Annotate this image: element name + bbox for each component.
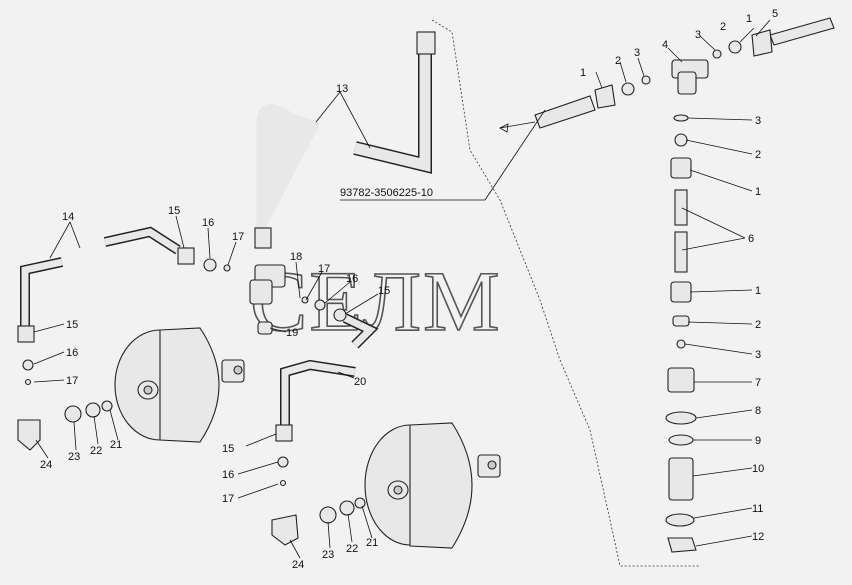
callout-5: 5 xyxy=(772,8,778,20)
callout-2: 2 xyxy=(720,21,726,33)
callout-19: 19 xyxy=(286,327,298,339)
brake-chamber-left xyxy=(114,327,245,443)
callout-4: 4 xyxy=(662,39,668,51)
callout-15: 15 xyxy=(378,285,390,297)
callout-2: 2 xyxy=(755,319,761,331)
callout-15: 15 xyxy=(222,443,234,455)
callout-9: 9 xyxy=(755,435,761,447)
callout-17: 17 xyxy=(232,231,244,243)
assembly-code-label: 93782-3506225-10 xyxy=(340,187,433,199)
callout-17: 17 xyxy=(318,263,330,275)
callout-24: 24 xyxy=(292,559,304,571)
callout-3: 3 xyxy=(755,349,761,361)
nut-15-bottom xyxy=(275,424,293,442)
callout-labels: 5 1 2 3 4 3 2 1 3 2 1 6 1 2 3 7 8 9 10 1… xyxy=(40,8,778,571)
callout-22: 22 xyxy=(90,445,102,457)
watermark: СЕЛМ xyxy=(250,253,502,349)
callout-1: 1 xyxy=(746,13,752,25)
brake-chamber-right xyxy=(364,422,501,549)
callout-17: 17 xyxy=(222,493,234,505)
callout-13: 13 xyxy=(336,83,348,95)
nut-1-top xyxy=(751,29,773,57)
assembly-boundary xyxy=(431,19,700,567)
tee-fitting-18 xyxy=(249,264,286,305)
callout-1: 1 xyxy=(580,67,586,79)
nut-15-left xyxy=(17,325,35,343)
callout-22: 22 xyxy=(346,543,358,555)
callout-14: 14 xyxy=(62,211,74,223)
hose-13 xyxy=(254,31,436,249)
callout-1: 1 xyxy=(755,285,761,297)
callout-12: 12 xyxy=(752,531,764,543)
callout-10: 10 xyxy=(752,463,764,475)
callout-23: 23 xyxy=(68,451,80,463)
elbow-24-right xyxy=(271,514,299,546)
callout-16: 16 xyxy=(202,217,214,229)
callout-17: 17 xyxy=(66,375,78,387)
pipe-5 xyxy=(769,17,835,46)
callout-3: 3 xyxy=(634,47,640,59)
callout-16: 16 xyxy=(66,347,78,359)
callout-21: 21 xyxy=(110,439,122,451)
callout-16: 16 xyxy=(346,273,358,285)
callout-6: 6 xyxy=(748,233,754,245)
callout-21: 21 xyxy=(366,537,378,549)
callout-2: 2 xyxy=(615,55,621,67)
callout-15: 15 xyxy=(66,319,78,331)
nut-15-top xyxy=(177,247,195,265)
callout-18: 18 xyxy=(290,251,302,263)
elbow-24-left xyxy=(17,419,41,451)
callout-23: 23 xyxy=(322,549,334,561)
callout-15: 15 xyxy=(168,205,180,217)
callout-24: 24 xyxy=(40,459,52,471)
callout-20: 20 xyxy=(354,376,366,388)
callout-3: 3 xyxy=(695,29,701,41)
callout-2: 2 xyxy=(755,149,761,161)
callout-11: 11 xyxy=(752,503,763,515)
callout-7: 7 xyxy=(755,377,761,389)
callout-16: 16 xyxy=(222,469,234,481)
callout-1: 1 xyxy=(755,186,761,198)
tee-4 xyxy=(671,59,709,95)
callout-8: 8 xyxy=(755,405,761,417)
callout-3: 3 xyxy=(755,115,761,127)
